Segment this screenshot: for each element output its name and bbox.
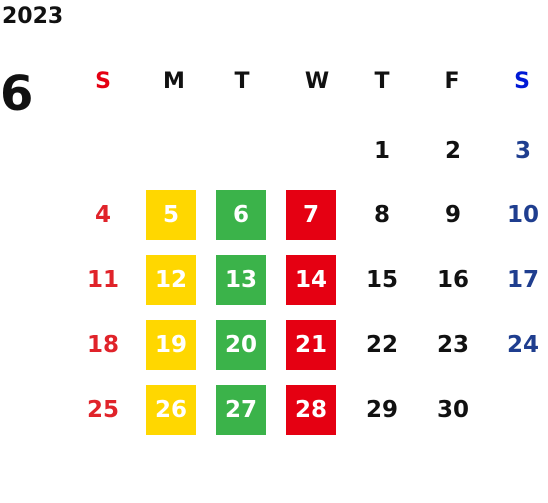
month-number: 6 (0, 66, 34, 122)
day-monday: 26 (146, 385, 196, 435)
weekday-thursday: T (374, 69, 390, 94)
day-sunday: 4 (94, 202, 111, 228)
day-saturday: 3 (514, 138, 531, 164)
day-tuesday: 20 (216, 320, 266, 370)
year-label: 2023 (2, 4, 64, 29)
day-friday: 9 (444, 202, 461, 228)
day-monday: 19 (146, 320, 196, 370)
day-monday: 5 (146, 190, 196, 240)
weekday-tuesday: T (234, 69, 250, 94)
day-wednesday: 28 (286, 385, 336, 435)
weekday-sunday: S (95, 69, 111, 94)
day-wednesday: 14 (286, 255, 336, 305)
day-friday: 23 (436, 332, 469, 358)
day-sunday: 25 (86, 397, 119, 423)
day-friday: 16 (436, 267, 469, 293)
day-saturday: 17 (506, 267, 539, 293)
day-thursday: 8 (373, 202, 390, 228)
day-saturday: 24 (506, 332, 539, 358)
weekday-wednesday: W (304, 69, 330, 94)
day-thursday: 22 (365, 332, 398, 358)
day-saturday: 10 (506, 202, 539, 228)
day-tuesday: 6 (216, 190, 266, 240)
day-sunday: 18 (86, 332, 119, 358)
weekday-saturday: S (514, 69, 530, 94)
day-thursday: 15 (365, 267, 398, 293)
day-thursday: 1 (373, 138, 390, 164)
weekday-friday: F (444, 69, 460, 94)
day-monday: 12 (146, 255, 196, 305)
weekday-monday: M (163, 69, 185, 94)
day-friday: 2 (444, 138, 461, 164)
day-tuesday: 27 (216, 385, 266, 435)
day-sunday: 11 (86, 267, 119, 293)
day-tuesday: 13 (216, 255, 266, 305)
day-wednesday: 21 (286, 320, 336, 370)
day-thursday: 29 (365, 397, 398, 423)
day-wednesday: 7 (286, 190, 336, 240)
day-friday: 30 (436, 397, 469, 423)
